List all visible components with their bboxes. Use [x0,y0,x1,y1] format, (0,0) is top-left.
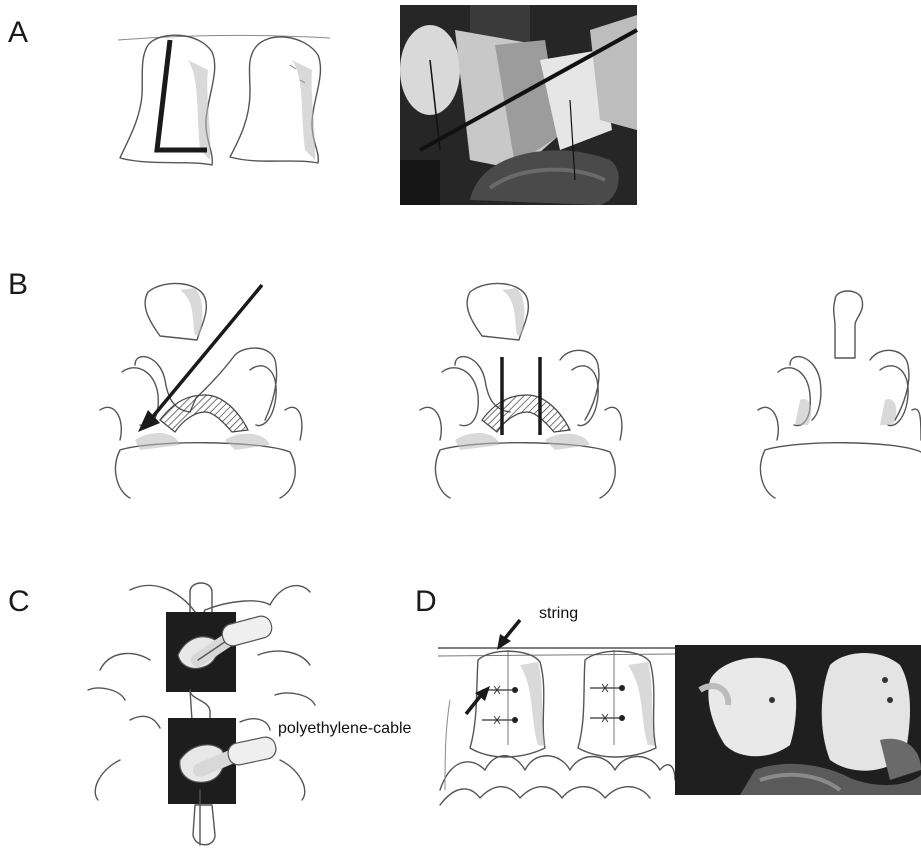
panel-a-label: A [8,16,28,50]
string-callout: string [539,605,578,623]
panel-a-diagram [118,35,330,165]
panel-a-photo [400,5,637,205]
panel-b-label: B [8,268,28,302]
panel-c-diagram [88,583,315,845]
panel-d-diagram [438,620,675,805]
panel-d-label: D [415,585,437,619]
panel-c-label: C [8,585,30,619]
panel-b-step-2 [420,283,622,498]
panel-b-step-1 [100,283,302,498]
panel-b-step-3 [758,291,921,498]
panel-d-photo [675,645,921,795]
polyethylene-cable-callout: polyethylene-cable [278,720,411,738]
